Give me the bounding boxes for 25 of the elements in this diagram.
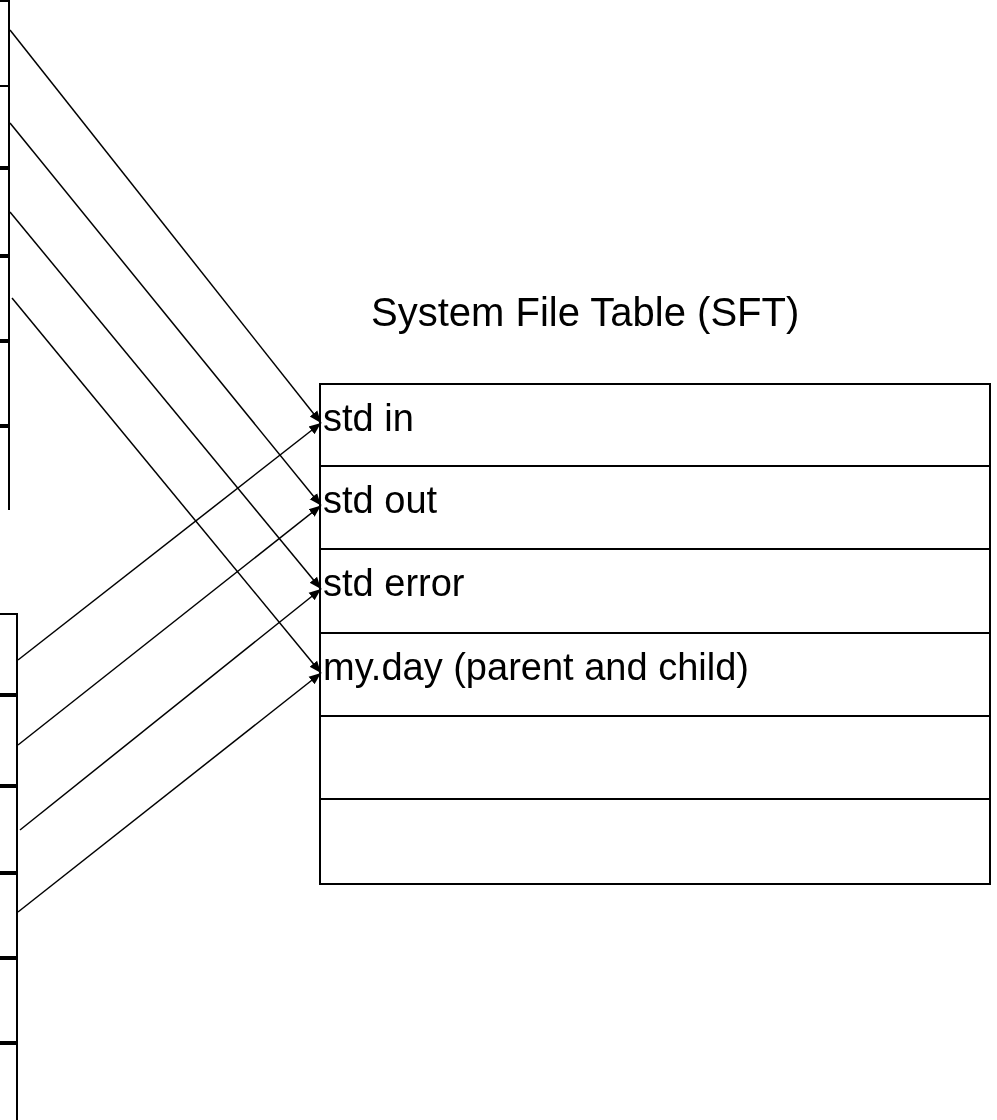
table-cell: [0, 341, 10, 426]
arrow: [17, 504, 322, 746]
table-cell: [0, 786, 18, 873]
table-cell: [0, 958, 18, 1043]
table-cell: [0, 85, 10, 168]
arrow: [19, 588, 322, 831]
arrow: [9, 211, 322, 590]
row-text: std in: [323, 397, 414, 439]
arrow: [11, 297, 322, 674]
table-cell: [0, 256, 10, 341]
row-text: std out: [323, 479, 438, 521]
arrow: [9, 29, 322, 424]
table-cell: [0, 0, 10, 87]
table-title: System File Table (SFT): [371, 292, 800, 332]
table-cell: [0, 426, 10, 510]
table-cell: [0, 873, 18, 958]
table-cell: [0, 168, 10, 256]
row-text: my.day (parent and child): [323, 646, 749, 688]
arrow: [9, 122, 322, 507]
table-cell: [0, 1043, 18, 1120]
arrow: [17, 422, 322, 661]
table-cell: [0, 695, 18, 786]
table-cell: [0, 613, 18, 695]
arrow: [17, 672, 322, 913]
row-text: std error: [323, 562, 465, 604]
